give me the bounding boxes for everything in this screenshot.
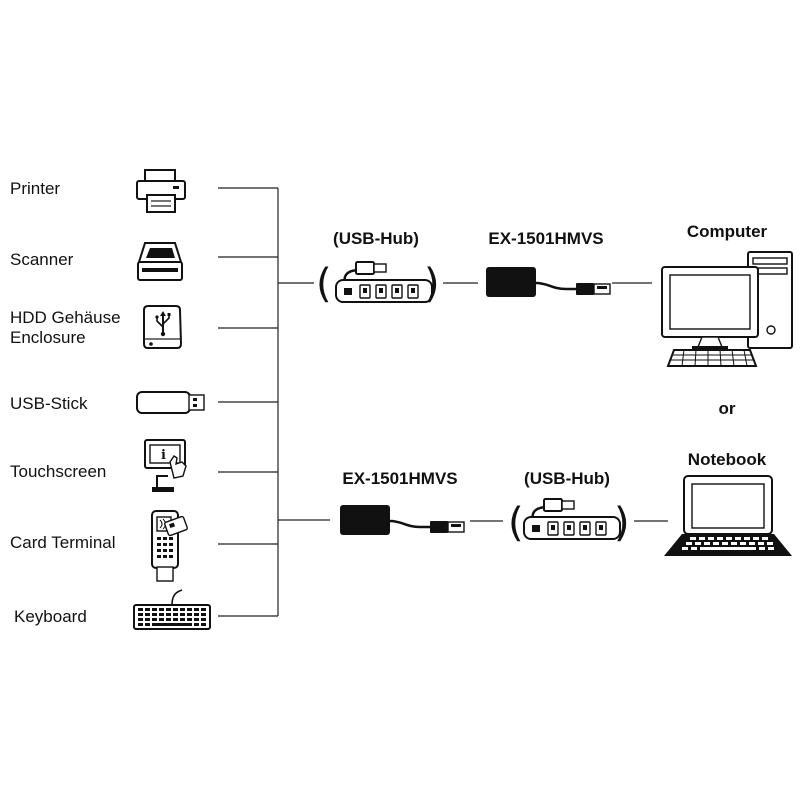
device-label-scanner: Scanner bbox=[10, 250, 74, 269]
notebook-label: Notebook bbox=[688, 450, 767, 469]
usb-stick-icon bbox=[136, 391, 205, 414]
computer-label: Computer bbox=[687, 222, 768, 241]
device-label-hdd-line1: HDD Gehäuse bbox=[10, 308, 121, 327]
device-label-keyboard: Keyboard bbox=[14, 607, 87, 626]
top-usb-hub-icon bbox=[334, 260, 434, 304]
top-hub-label: (USB-Hub) bbox=[333, 229, 419, 248]
device-label-touchscreen: Touchscreen bbox=[10, 462, 106, 481]
bottom-hub-open-paren: ( bbox=[508, 500, 524, 546]
desktop-computer-icon bbox=[661, 251, 793, 367]
svg-text:i: i bbox=[161, 448, 166, 463]
device-label-card-terminal: Card Terminal bbox=[10, 533, 116, 552]
touchscreen-kiosk-icon: i bbox=[144, 439, 187, 492]
notebook-icon bbox=[664, 475, 792, 556]
top-usb-extender-icon bbox=[484, 265, 612, 299]
bottom-usb-hub-icon bbox=[522, 497, 622, 541]
bottom-extender-label: EX-1501HMVS bbox=[342, 469, 457, 488]
bottom-usb-extender-icon bbox=[338, 503, 466, 537]
keyboard-icon bbox=[133, 589, 211, 630]
device-label-usb-stick: USB-Stick bbox=[10, 394, 88, 413]
bottom-hub-close-paren: ) bbox=[614, 500, 630, 546]
card-terminal-icon bbox=[151, 510, 188, 582]
scanner-icon bbox=[137, 242, 183, 281]
printer-icon bbox=[136, 169, 186, 213]
top-extender-label: EX-1501HMVS bbox=[488, 229, 603, 248]
device-label-hdd-line2: Enclosure bbox=[10, 328, 86, 347]
device-label-printer: Printer bbox=[10, 179, 60, 198]
hdd-enclosure-icon bbox=[143, 305, 183, 349]
top-hub-close-paren: ) bbox=[424, 261, 440, 307]
bottom-hub-label: (USB-Hub) bbox=[524, 469, 610, 488]
or-separator: or bbox=[719, 399, 736, 418]
device-bracket bbox=[218, 187, 330, 617]
top-hub-open-paren: ( bbox=[316, 261, 332, 307]
